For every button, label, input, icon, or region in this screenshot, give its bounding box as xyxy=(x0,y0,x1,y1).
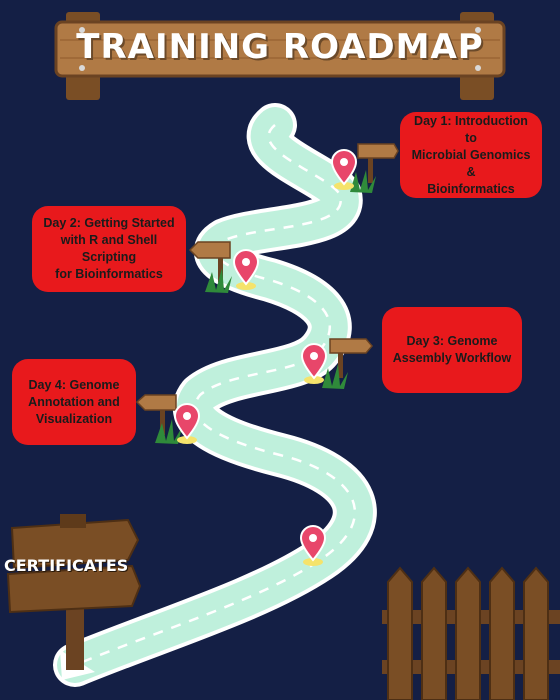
title-board xyxy=(54,12,506,100)
location-pin-icon xyxy=(299,525,327,566)
location-pin-icon xyxy=(173,403,201,444)
arrow-sign-icon xyxy=(188,241,231,282)
page-title: TRAINING ROADMAP xyxy=(76,27,484,67)
location-pin-icon xyxy=(330,149,358,190)
location-pin-icon xyxy=(232,249,260,290)
milestone-day-2: Day 2: Getting Started with R and Shell … xyxy=(32,206,186,292)
arrow-sign-icon xyxy=(135,394,177,435)
wooden-sign-icon xyxy=(6,514,142,670)
arrow-sign-icon xyxy=(329,338,373,378)
arrow-sign-icon xyxy=(357,143,399,183)
milestone-day-1: Day 1: Introduction to Microbial Genomic… xyxy=(400,112,542,198)
milestone-day-3: Day 3: Genome Assembly Workflow xyxy=(382,307,522,393)
fence-icon xyxy=(382,566,560,700)
milestone-day-4: Day 4: Genome Annotation and Visualizati… xyxy=(12,359,136,445)
certificates-label: CERTIFICATES xyxy=(4,556,129,575)
grass-tuft-icon xyxy=(155,170,376,444)
location-pin-icon xyxy=(300,343,328,384)
